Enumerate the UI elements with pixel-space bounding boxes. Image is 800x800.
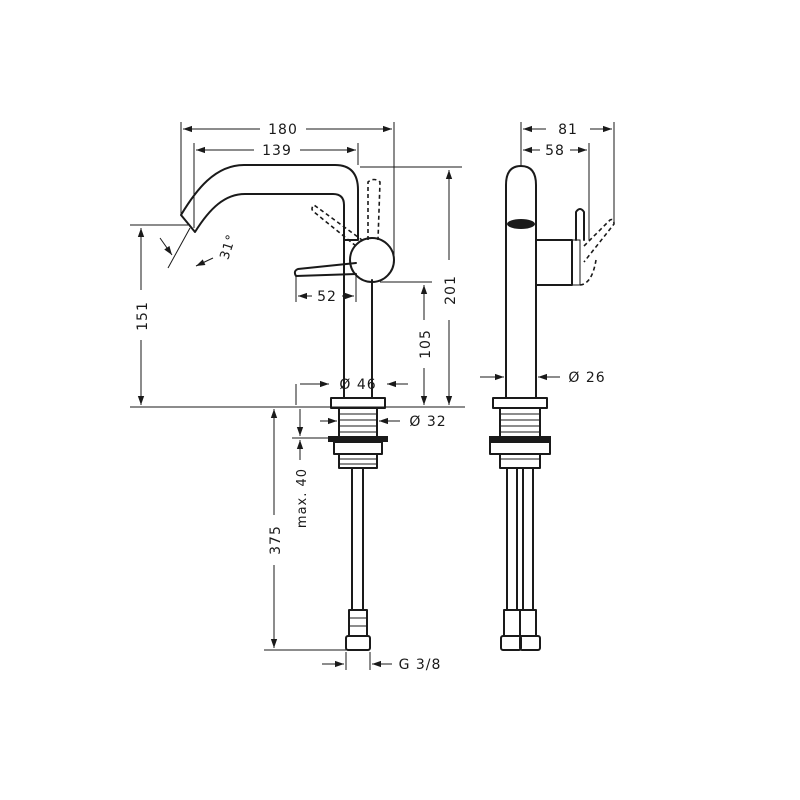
dim-width-overall: 180 bbox=[268, 122, 298, 138]
side-nut bbox=[489, 441, 551, 455]
side-connector-right bbox=[519, 635, 541, 651]
side-body bbox=[505, 165, 537, 399]
side-washer bbox=[489, 436, 551, 442]
front-dimensions: 180 139 201 151 31° 52 105 bbox=[130, 122, 465, 673]
front-washer bbox=[328, 436, 388, 442]
side-dimensions: 81 58 Ø 26 bbox=[480, 122, 615, 386]
side-nut-lower bbox=[499, 453, 541, 469]
front-hose bbox=[351, 467, 364, 611]
front-lever-alt-diag bbox=[311, 203, 363, 247]
dim-max-deck: max. 40 bbox=[295, 468, 310, 528]
dim-spout-angle: 31° bbox=[218, 232, 240, 261]
dim-lever-offset: 52 bbox=[317, 289, 337, 305]
front-hose-ferrule bbox=[348, 609, 368, 637]
dim-spout-height: 151 bbox=[135, 301, 151, 331]
dim-spout-reach: 139 bbox=[262, 143, 292, 159]
front-lever-alt-up bbox=[367, 178, 381, 241]
dim-shank-diameter: Ø 32 bbox=[409, 414, 446, 430]
dim-side-lever-depth: 58 bbox=[545, 143, 565, 159]
side-shank bbox=[499, 407, 541, 439]
front-shank bbox=[338, 407, 378, 439]
side-aerator bbox=[507, 219, 535, 229]
front-view bbox=[180, 164, 395, 651]
dim-side-depth: 81 bbox=[558, 122, 578, 138]
front-spout bbox=[180, 164, 359, 241]
front-body bbox=[343, 239, 373, 399]
dim-connection-thread: G 3/8 bbox=[399, 657, 442, 673]
front-lever bbox=[293, 262, 357, 277]
dim-base-diameter: Ø 46 bbox=[339, 377, 376, 393]
front-hose-connector bbox=[345, 635, 371, 651]
side-hose-right bbox=[522, 467, 534, 611]
side-lever bbox=[575, 208, 585, 241]
dim-height-total: 201 bbox=[443, 275, 459, 305]
side-view bbox=[489, 165, 615, 651]
front-lever-hub bbox=[349, 237, 395, 283]
side-connector-left bbox=[500, 635, 522, 651]
dim-lever-height: 105 bbox=[418, 329, 434, 359]
front-nut bbox=[333, 441, 383, 455]
side-lever-housing bbox=[535, 239, 573, 286]
front-nut-lower bbox=[338, 453, 378, 469]
dim-body-diameter: Ø 26 bbox=[568, 370, 605, 386]
side-base-plate bbox=[492, 397, 548, 409]
side-ferrule-left bbox=[503, 609, 521, 637]
dim-hose-length: 375 bbox=[268, 525, 284, 555]
side-hose-left bbox=[506, 467, 518, 611]
side-ferrule-right bbox=[519, 609, 537, 637]
